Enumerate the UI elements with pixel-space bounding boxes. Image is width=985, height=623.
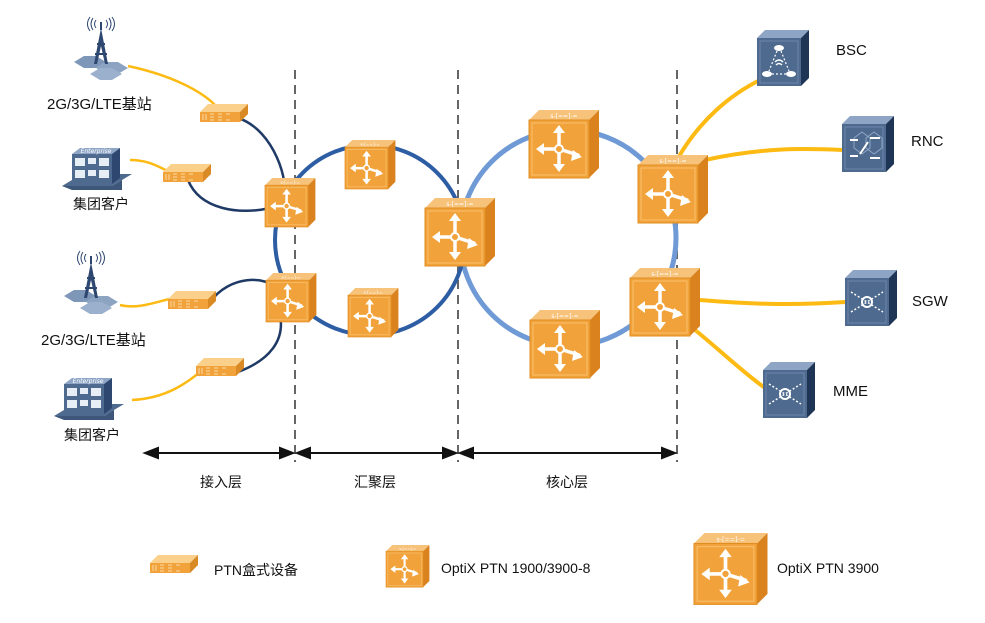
arrow-head [661,446,678,460]
enterprise-building-icon [54,378,124,420]
access-uplink [127,64,216,106]
access-link [186,179,271,213]
legend-label-optix-1900: OptiX PTN 1900/3900-8 [441,560,591,576]
layer-dividers [294,70,678,462]
link-rnc [704,147,843,162]
legend-optix-ptn-3900-icon [692,531,770,607]
core-peer-label-rnc: RNC [911,133,944,150]
access-link [237,314,283,374]
cell-tower-icon [63,250,119,315]
ptn-box-device-icon [162,163,212,183]
ptn-box-device-icon [167,290,217,310]
legend-label-ptn-box: PTN盒式设备 [214,562,298,578]
access-uplink [131,367,206,402]
arrow-head [279,446,296,460]
ptn-box-device-icon [199,103,249,123]
bsc-icon [756,29,810,87]
core-peer-label-sgw: SGW [912,293,948,310]
arrow-head [294,446,311,460]
optix-ptn-1900-icon [264,271,318,324]
optix-ptn-3900-icon [423,196,497,268]
core-peer-links [676,78,846,390]
arrow-head [142,446,159,460]
link-sgw [699,298,846,307]
cell-tower-icon [73,16,129,81]
arrow-head [442,446,459,460]
link-mme [693,328,767,390]
layer-span-arrows [142,446,678,460]
access-uplink [129,158,171,174]
layer-label-aggregation: 汇聚层 [354,475,396,491]
core-peer-label-bsc: BSC [836,42,867,59]
optix-ptn-3900-icon [636,153,710,225]
access-site-label: 集团客户 [64,428,120,444]
optix-ptn-1900-icon [346,286,400,339]
mme-icon [762,361,816,419]
access-uplink [119,296,176,308]
access-site-label: 2G/3G/LTE基站 [47,96,152,113]
optix-ptn-3900-icon [628,266,702,338]
core-peer-label-mme: MME [833,383,868,400]
arrow-head [457,446,474,460]
optix-ptn-3900-icon [527,108,601,180]
layer-label-core: 核心层 [546,475,588,491]
access-site-label: 2G/3G/LTE基站 [41,332,146,349]
link-bsc [676,78,761,160]
legend-ptn-box-device-icon [149,554,199,574]
layer-label-access: 接入层 [200,475,242,491]
access-links [186,116,286,374]
optix-ptn-1900-icon [343,138,397,191]
legend-optix-ptn-1900-icon [384,543,431,589]
sgw-icon [844,269,898,327]
access-site-label: 集团客户 [73,197,129,213]
legend-label-optix-3900: OptiX PTN 3900 [777,560,879,576]
rnc-icon [841,115,895,173]
enterprise-building-icon [62,148,132,190]
ptn-box-device-icon [195,357,245,377]
optix-ptn-1900-icon [263,176,317,229]
optix-ptn-3900-icon [528,308,602,380]
